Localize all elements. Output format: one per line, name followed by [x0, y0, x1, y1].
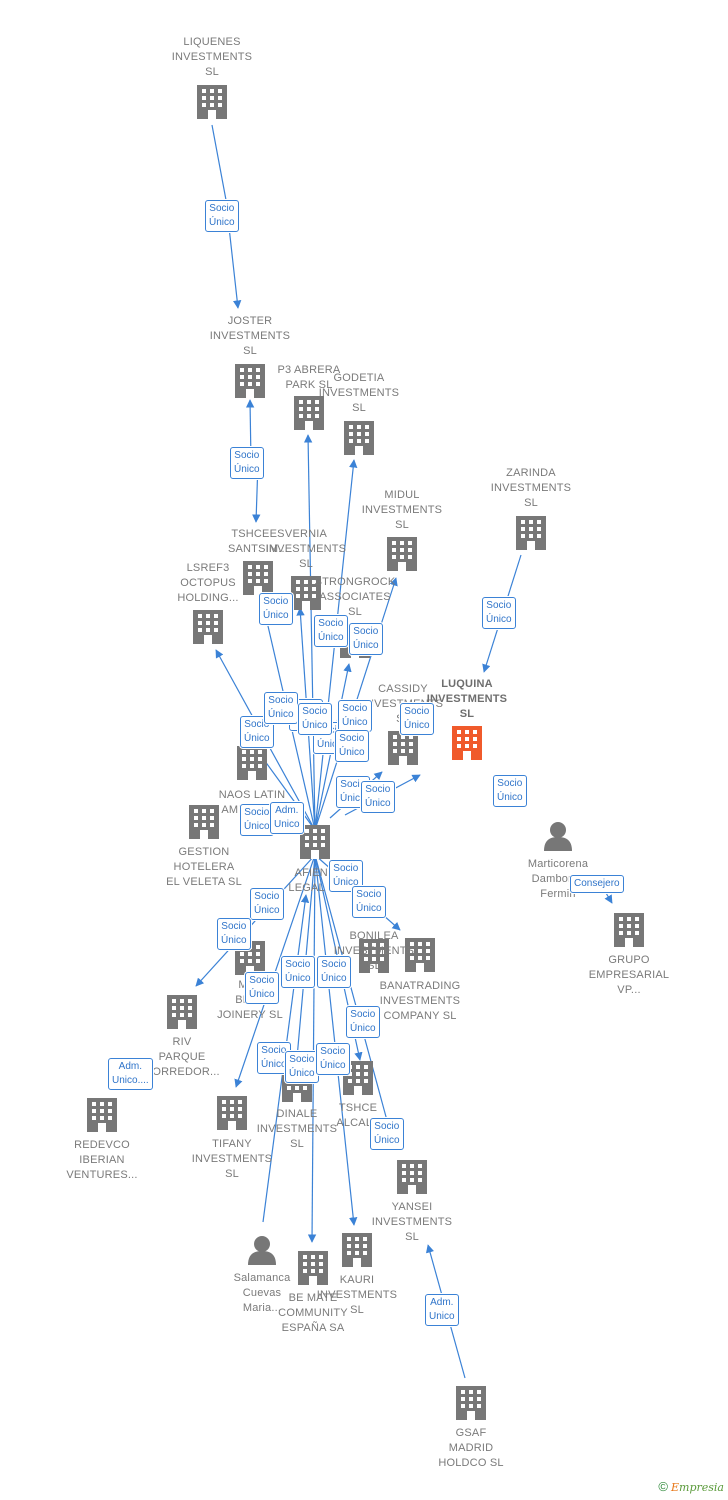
relation-edge — [195, 854, 316, 987]
relation-label[interactable]: Socio Único — [250, 888, 284, 920]
relation-label[interactable]: Socio Único — [217, 918, 251, 950]
relation-label[interactable]: Socio Único — [264, 692, 298, 724]
person-icon[interactable] — [544, 822, 572, 851]
relation-label[interactable]: Socio Único — [346, 1006, 380, 1038]
copyright-symbol: © — [658, 1479, 668, 1494]
company-icon[interactable] — [197, 85, 227, 119]
company-icon[interactable] — [344, 421, 374, 455]
relation-edge — [307, 854, 317, 1243]
relation-label[interactable]: Socio Único — [240, 804, 274, 836]
company-icon[interactable] — [237, 746, 267, 780]
node-label-zarinda[interactable]: ZARINDA INVESTMENTS SL — [490, 467, 572, 509]
relation-label[interactable]: Socio Único — [316, 1043, 350, 1075]
company-icon[interactable] — [397, 1160, 427, 1194]
relation-label[interactable]: Socio Único — [317, 956, 351, 988]
node-label-redevco[interactable]: REDEVCO IBERIAN VENTURES... — [66, 1139, 138, 1181]
relation-label[interactable]: Socio Único — [298, 703, 332, 735]
relation-label[interactable]: Adm. Unico.... — [108, 1058, 153, 1090]
relation-label[interactable]: Socio Único — [352, 886, 386, 918]
node-label-bonilea[interactable]: BONILEA INVESTMENTS SL — [333, 930, 415, 972]
node-label-gsaf[interactable]: GSAF MADRID HOLDCO SL — [438, 1427, 504, 1469]
node-label-kauri[interactable]: KAURI INVESTMENTS SL — [316, 1274, 398, 1316]
company-icon[interactable] — [456, 1386, 486, 1420]
node-label-bemate[interactable]: BE MATE COMMUNITY ESPAÑA SA — [278, 1292, 348, 1334]
person-icon[interactable] — [248, 1236, 276, 1265]
relation-edge — [314, 854, 398, 1151]
relation-label[interactable]: Socio Único — [335, 730, 369, 762]
brand-rest: mpresia — [679, 1481, 724, 1494]
node-label-strongrock[interactable]: STRONGROCK ASSOCIATES SL — [314, 576, 396, 618]
node-label-tshcees[interactable]: TSHCEES SANTSIM... — [227, 528, 289, 555]
node-label-lsref3[interactable]: LSREF3 OCTOPUS HOLDING... — [177, 562, 239, 604]
relation-label[interactable]: Adm. Unico — [425, 1294, 459, 1326]
brand-logo[interactable]: Empresia — [671, 1481, 724, 1494]
node-label-banatrading[interactable]: BANATRADING INVESTMENTS COMPANY SL — [379, 980, 461, 1022]
company-icon[interactable] — [387, 537, 417, 571]
relation-label[interactable]: Socio Único — [400, 703, 434, 735]
company-icon[interactable] — [516, 516, 546, 550]
node-label-riv[interactable]: RIV PARQUE CORREDOR... — [144, 1036, 220, 1078]
company-icon[interactable] — [87, 1098, 117, 1132]
node-label-p3abrera[interactable]: P3 ABRERA PARK SL — [277, 364, 341, 391]
relation-label[interactable]: Socio Único — [205, 200, 239, 232]
brand-initial: E — [671, 1481, 680, 1494]
relation-label[interactable]: Socio Único — [493, 775, 527, 807]
node-label-joster[interactable]: JOSTER INVESTMENTS SL — [209, 315, 291, 357]
node-label-yansei[interactable]: YANSEI INVESTMENTS SL — [371, 1201, 453, 1243]
footer-brand: © Empresia — [658, 1479, 724, 1494]
node-label-grupo[interactable]: GRUPO EMPRESARIAL VP... — [588, 954, 670, 996]
relation-label[interactable]: Socio Único — [245, 972, 279, 1004]
company-icon[interactable] — [388, 731, 418, 765]
relation-label[interactable]: Consejero — [570, 875, 624, 893]
company-icon[interactable] — [614, 913, 644, 947]
relation-label[interactable]: Socio Único — [281, 956, 315, 988]
node-label-vernia[interactable]: VERNIA INVESTMENTS SL — [265, 528, 347, 570]
relation-label[interactable]: Socio Único — [259, 593, 293, 625]
relation-edge — [234, 854, 316, 1088]
relation-label[interactable]: Adm. Unico — [270, 802, 304, 834]
node-label-salamanca[interactable]: Salamanca Cuevas Maria... — [233, 1272, 291, 1314]
node-label-godetia[interactable]: GODETIA INVESTMENTS SL — [318, 372, 400, 414]
relation-label[interactable]: Socio Único — [361, 781, 395, 813]
relation-edge — [303, 434, 316, 831]
relation-edge — [314, 854, 358, 1226]
relation-label[interactable]: Socio Único — [230, 447, 264, 479]
node-label-dinale[interactable]: DINALE INVESTMENTS SL — [256, 1108, 338, 1150]
node-label-tifany[interactable]: TIFANY INVESTMENTS SL — [191, 1138, 273, 1180]
relation-label[interactable]: Socio Único — [240, 716, 274, 748]
node-label-liquenes[interactable]: LIQUENES INVESTMENTS SL — [171, 36, 253, 78]
node-label-midul[interactable]: MIDUL INVESTMENTS SL — [361, 489, 443, 531]
relation-label[interactable]: Socio Único — [349, 623, 383, 655]
node-label-gestion[interactable]: GESTION HOTELERA EL VELETA SL — [166, 846, 242, 888]
node-label-tshce_alcala[interactable]: TSHCE ALCALA — [336, 1102, 380, 1129]
focus-company-icon[interactable] — [452, 726, 482, 760]
relation-label[interactable]: Socio Único — [482, 597, 516, 629]
relation-label[interactable]: Socio Único — [338, 700, 372, 732]
relation-label[interactable]: Socio Único — [285, 1051, 319, 1083]
relation-label[interactable]: Socio Único — [257, 1042, 291, 1074]
company-icon[interactable] — [193, 610, 223, 644]
relation-label[interactable]: Socio Único — [314, 615, 348, 647]
relation-label[interactable]: Socio Único — [370, 1118, 404, 1150]
node-label-luquina[interactable]: LUQUINA INVESTMENTS SL — [426, 678, 508, 720]
company-icon[interactable] — [300, 825, 330, 859]
